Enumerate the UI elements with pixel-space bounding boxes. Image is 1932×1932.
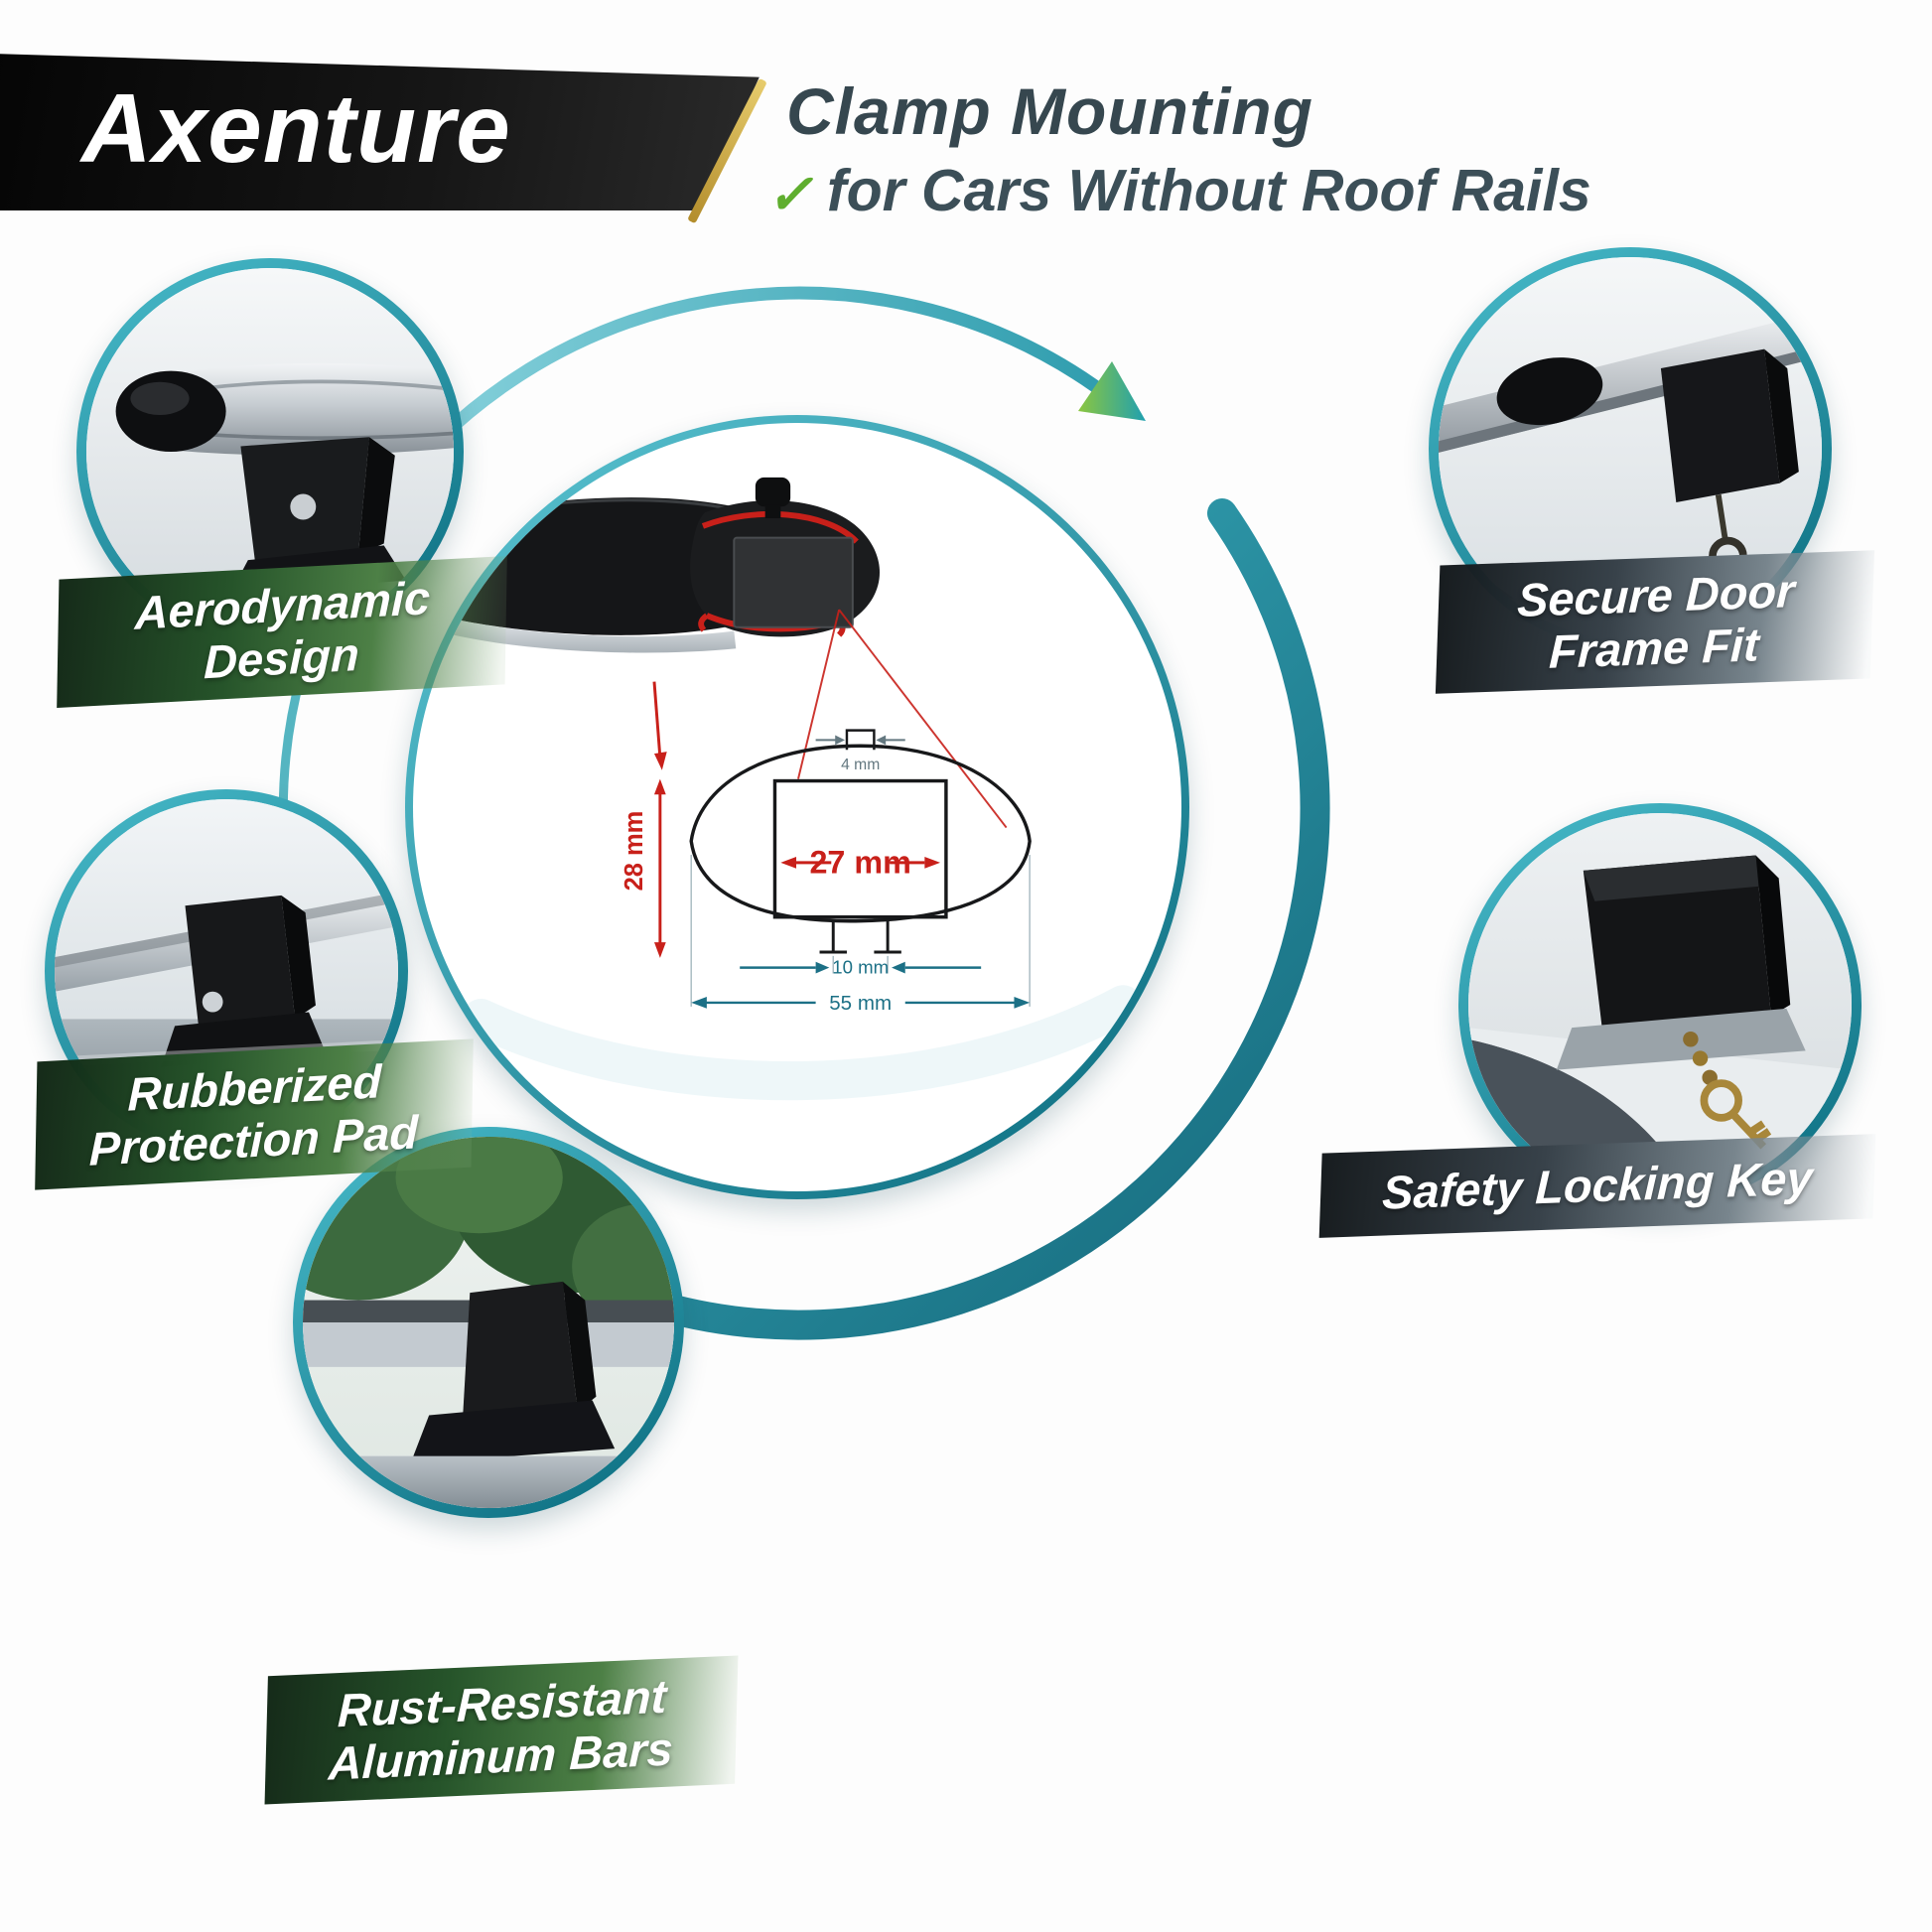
rust-resistant-photo: [303, 1137, 674, 1508]
label-rust-resistant-aluminum-bars: Rust-Resistant Aluminum Bars: [264, 1655, 739, 1805]
center-diagram-circle: 4 mm 27 mm 28 mm 10 mm 55 mm: [405, 415, 1189, 1199]
dim-55mm-label: 55 mm: [829, 992, 892, 1015]
dim-10mm-label: 10 mm: [832, 957, 889, 978]
label-text: Design: [203, 626, 360, 688]
headline-line1: Clamp Mounting: [786, 74, 1313, 148]
feature-circle-safety-key: [1458, 803, 1862, 1206]
safety-key-photo: [1468, 813, 1852, 1196]
label-rubberized-protection-pad: Rubberized Protection Pad: [35, 1038, 474, 1190]
headline: Clamp Mounting ✓ for Cars Without Roof R…: [766, 73, 1591, 225]
label-secure-door-frame-fit: Secure Door Frame Fit: [1435, 550, 1875, 695]
label-text: Safety Locking Key: [1381, 1151, 1814, 1219]
dim-27mm-label: 27 mm: [809, 845, 910, 881]
dim-4mm-label: 4 mm: [841, 757, 880, 773]
label-text: Frame Fit: [1548, 617, 1760, 678]
brand-banner: Axenture: [0, 54, 759, 210]
crossbar-dimension-diagram: 4 mm 27 mm 28 mm 10 mm 55 mm: [437, 477, 1143, 1101]
brand-logo: Axenture: [81, 72, 511, 183]
headline-line2: ✓ for Cars Without Roof Rails: [766, 157, 1591, 225]
label-text: Aerodynamic: [134, 571, 431, 639]
checkmark-icon: ✓: [766, 163, 813, 225]
dim-28mm-label: 28 mm: [621, 811, 648, 892]
headline-line2-text: for Cars Without Roof Rails: [826, 158, 1591, 223]
flow-arrow-icon: [1078, 361, 1146, 421]
feature-circle-rust-resistant: [293, 1127, 684, 1518]
label-aerodynamic-design: Aerodynamic Design: [57, 556, 507, 709]
